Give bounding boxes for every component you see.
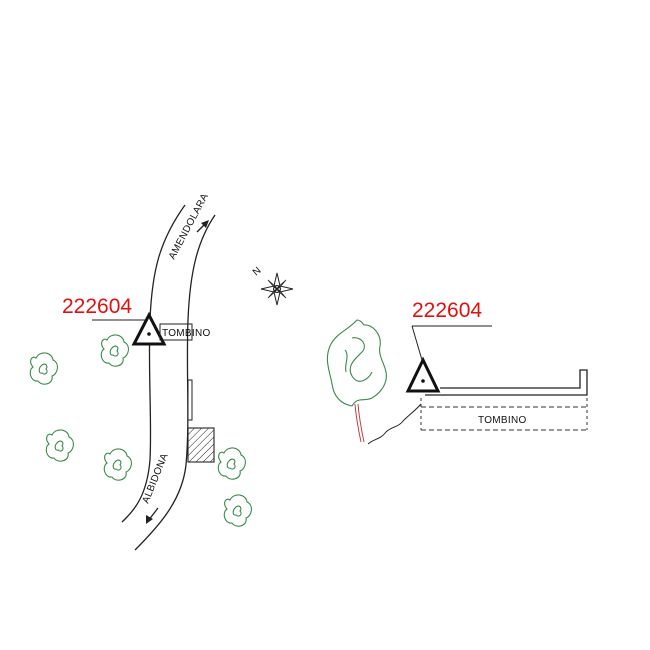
direction-arrow-north-head	[201, 220, 209, 228]
triangle-marker-icon	[131, 311, 167, 346]
north-compass-icon	[260, 272, 294, 306]
triangle-marker-icon	[405, 356, 441, 393]
marker-leader-diagonal	[411, 325, 423, 361]
marker-center-dot	[147, 332, 151, 336]
compass-north-letter: N	[251, 265, 264, 278]
tree-profile-icon	[326, 319, 387, 443]
marker-id-left: 222604	[62, 295, 132, 318]
tree-icon	[223, 494, 252, 527]
tree-icon	[217, 447, 246, 480]
left-plan-view: AMENDOLARA ALBIDONA 222604 TOMBINO	[29, 192, 294, 551]
tree-icon	[103, 448, 132, 481]
tree-trunk	[357, 403, 365, 443]
hatched-building	[187, 427, 215, 463]
deck-outline	[425, 369, 588, 396]
marker-center-dot	[421, 379, 425, 383]
road-side-structure	[187, 379, 193, 421]
direction-arrow-south-head	[146, 515, 153, 524]
culvert-label-right: TOMBINO	[478, 415, 527, 426]
road-label-amendolara: AMENDOLARA	[167, 192, 211, 262]
marker-id-right: 222604	[412, 299, 482, 322]
culvert-box-left	[159, 323, 193, 341]
right-section-view: 222604 TOMBINO	[326, 299, 588, 445]
tree-icon	[100, 334, 129, 367]
tree-icon	[29, 352, 58, 385]
tree-icon	[45, 429, 74, 462]
road-edge-west	[121, 204, 186, 523]
culvert-label-left: TOMBINO	[162, 328, 211, 339]
road-label-albidona: ALBIDONA	[141, 452, 171, 505]
tree-trunk	[354, 403, 362, 443]
terrain-line	[367, 403, 422, 445]
survey-marker-left: 222604	[62, 295, 167, 346]
